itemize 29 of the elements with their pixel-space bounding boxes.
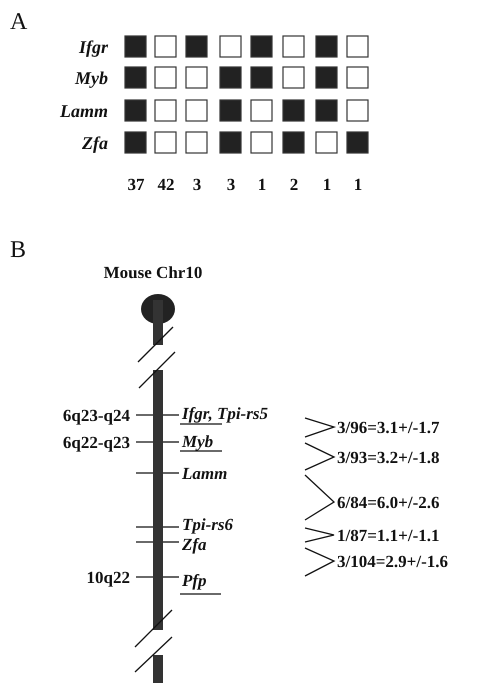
recombination-value: 3/104=2.9+/-1.6 [337, 552, 448, 570]
gene-label: Myb [182, 432, 214, 450]
gene-label: Lamm [182, 464, 228, 482]
recombination-value: 3/96=3.1+/-1.7 [337, 418, 440, 436]
gene-label: Myb [75, 69, 108, 87]
band-label: 6q22-q23 [62, 434, 130, 450]
gene-label: Zfa [82, 134, 108, 152]
gene-label: Pfp [182, 572, 207, 588]
recombination-value: 6/84=6.0+/-2.6 [337, 494, 440, 510]
recombination-value: 1/87=1.1+/-1.1 [337, 526, 440, 544]
haplotype-count: 2 [290, 176, 298, 192]
band-label: 10q22 [86, 568, 130, 586]
haplotype-count: 1 [322, 176, 332, 192]
gene-label: Ifgr, Tpi-rs5 [182, 404, 268, 422]
haplotype-count: 1 [258, 176, 266, 192]
gene-label: Lamm [60, 102, 108, 120]
haplotype-count: 3 [226, 176, 236, 192]
gene-label: Zfa [182, 536, 207, 552]
haplotype-count: 1 [354, 176, 362, 192]
chromosome-title: Mouse Chr10 [104, 264, 202, 280]
gene-label: Tpi-rs6 [182, 516, 233, 532]
gene-label: Ifgr [78, 38, 108, 56]
haplotype-count: 42 [158, 176, 174, 192]
panel-letter: A [10, 10, 28, 34]
panel-letter: B [10, 238, 26, 262]
haplotype-count: 37 [128, 176, 144, 192]
recombination-value: 3/93=3.2+/-1.8 [337, 448, 440, 466]
band-label: 6q23-q24 [62, 406, 130, 424]
haplotype-count: 3 [192, 176, 202, 192]
